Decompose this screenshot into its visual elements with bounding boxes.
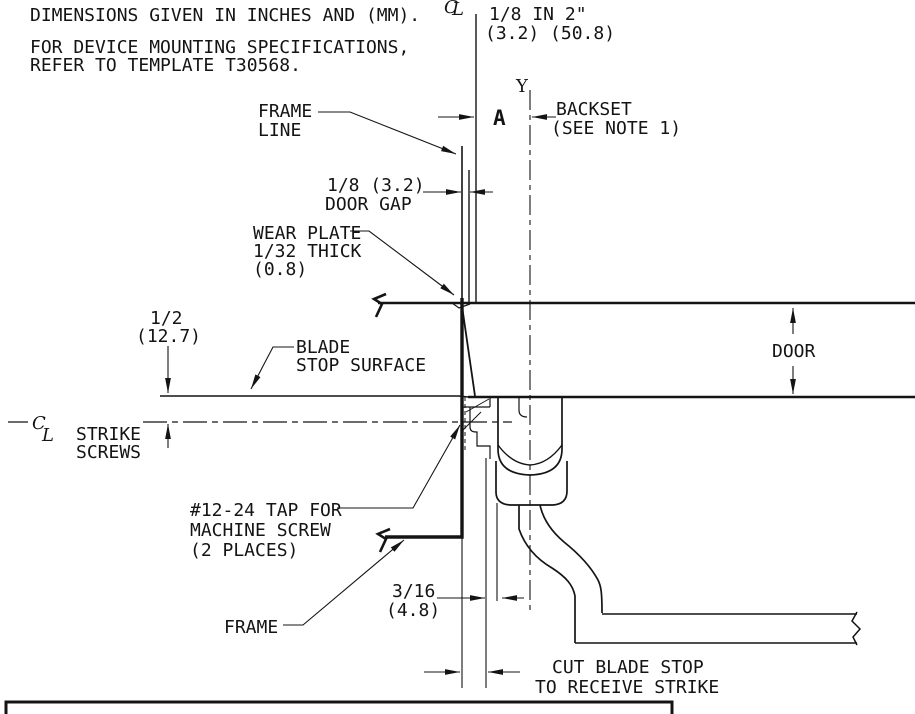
bracket-step-profile bbox=[469, 407, 491, 459]
frame-line-leader bbox=[318, 111, 457, 155]
strike-screws-label2: SCREWS bbox=[76, 442, 141, 463]
three-sixteenths-dim-line2: (4.8) bbox=[386, 600, 440, 621]
frame-line-label2: LINE bbox=[258, 120, 301, 141]
tap-label3: (2 PLACES) bbox=[190, 540, 298, 561]
strike-lip bbox=[518, 397, 528, 418]
keeper-lower-bulge bbox=[495, 461, 568, 506]
centerline-symbol-left-l: L bbox=[41, 425, 54, 446]
frame-label: FRAME bbox=[224, 617, 278, 638]
wear-plate-label1: WEAR PLATE bbox=[253, 223, 361, 244]
blade-stop-label2: STOP SURFACE bbox=[296, 355, 426, 376]
centerline-symbol-top-l: L bbox=[451, 0, 464, 20]
strike-bracket bbox=[462, 397, 528, 459]
frame-break-mark bbox=[375, 527, 391, 553]
y-axis-label: Y bbox=[515, 76, 529, 97]
tap-label1: #12-24 TAP FOR bbox=[190, 500, 342, 521]
cut-blade-stop-label1: CUT BLADE STOP bbox=[552, 657, 704, 678]
note-box-border bbox=[4, 700, 674, 714]
half-dim-line2: (12.7) bbox=[136, 326, 201, 347]
wear-plate-leader bbox=[350, 230, 455, 296]
cut-blade-stop-label2: TO RECEIVE STRIKE bbox=[535, 677, 719, 698]
door-section bbox=[160, 14, 915, 399]
keeper-outer-u bbox=[497, 398, 563, 476]
blade-curve-right bbox=[539, 504, 603, 614]
frame-line-thick bbox=[385, 298, 464, 539]
wear-plate-label3: (0.8) bbox=[253, 259, 307, 280]
hatch-line-1 bbox=[465, 398, 490, 413]
drawing-text: DIMENSIONS GIVEN IN INCHES AND (MM). FOR… bbox=[30, 0, 816, 698]
tap-label2: MACHINE SCREW bbox=[190, 520, 331, 541]
backset-dim-letter: A bbox=[493, 106, 506, 130]
strike-screws-label1: STRIKE bbox=[76, 424, 141, 445]
leader-lines bbox=[250, 111, 461, 626]
strike-keeper bbox=[495, 398, 862, 646]
gap-backset-dim-line1: 1/8 IN 2" bbox=[489, 4, 587, 25]
dimension-arrows bbox=[165, 114, 796, 675]
door-gap-dim-line2: DOOR GAP bbox=[325, 194, 412, 215]
blade-curve-left bbox=[518, 505, 576, 643]
blade-stop-leader bbox=[250, 346, 294, 390]
frame-label-leader bbox=[283, 539, 405, 626]
door-gap-dim-line1: 1/8 (3.2) bbox=[327, 175, 425, 196]
extension-lines bbox=[485, 458, 498, 688]
three-sixteenths-dim-line1: 3/16 bbox=[392, 581, 435, 602]
half-dim-line1: 1/2 bbox=[150, 308, 183, 329]
backset-label-line2: (SEE NOTE 1) bbox=[551, 118, 681, 139]
wear-plate-label2: 1/32 THICK bbox=[253, 241, 362, 262]
bar-break-mark bbox=[851, 611, 862, 646]
backset-label-line1: BACKSET bbox=[556, 99, 632, 120]
centerline-symbol-left-c: C bbox=[32, 413, 46, 434]
door-face-line bbox=[461, 305, 476, 397]
units-note: DIMENSIONS GIVEN IN INCHES AND (MM). bbox=[30, 5, 420, 26]
centerlines bbox=[8, 90, 531, 613]
mounting-note-line2: REFER TO TEMPLATE T30568. bbox=[30, 55, 301, 76]
tap-leader bbox=[337, 424, 461, 509]
hatch-line-2 bbox=[462, 411, 482, 431]
blade-stop-surface-line bbox=[160, 395, 469, 398]
door-label: DOOR bbox=[772, 341, 816, 362]
centerline-symbol-top-c: C bbox=[444, 0, 458, 18]
mounting-note-line1: FOR DEVICE MOUNTING SPECIFICATIONS, bbox=[30, 37, 409, 58]
frame-profile bbox=[375, 146, 464, 688]
door-break-mark bbox=[371, 292, 387, 318]
frame-line-label1: FRAME bbox=[258, 101, 312, 122]
keeper-inner-arc bbox=[497, 444, 563, 466]
gap-backset-dim-line2: (3.2) (50.8) bbox=[485, 23, 615, 44]
blade-stop-label1: BLADE bbox=[296, 337, 350, 358]
wear-plate-notch bbox=[451, 302, 471, 309]
